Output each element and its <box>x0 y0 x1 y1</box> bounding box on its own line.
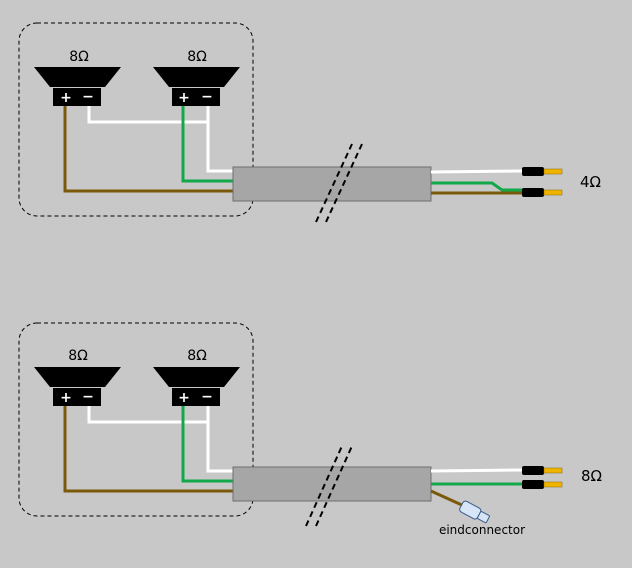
speaker-terminal-block <box>172 88 220 106</box>
cable-break-mark <box>305 445 343 527</box>
end-connector-icon <box>459 500 490 524</box>
top-brown-wire <box>63 104 233 193</box>
top-output-impedance: 4Ω <box>580 173 601 191</box>
bottom-out-brown <box>430 489 465 508</box>
speaker-plus: + <box>60 390 72 406</box>
speaker-terminal-block <box>53 388 101 406</box>
top-speaker-left: + − 8Ω <box>34 49 121 106</box>
top-white-wire <box>87 104 210 124</box>
speaker-terminal-block <box>172 388 220 406</box>
bottom-speaker-left: + − 8Ω <box>34 348 121 406</box>
bottom-green-wire <box>181 404 233 483</box>
bottom-speaker-right: + − 8Ω <box>153 348 240 406</box>
speaker-minus: − <box>82 89 94 105</box>
top-white-wire-to-cable <box>206 104 233 173</box>
speaker-impedance-label: 8Ω <box>187 348 207 364</box>
speaker-cone-icon <box>153 367 240 387</box>
banana-plug-icon <box>522 466 563 475</box>
top-diagram: + − 8Ω + − 8Ω 4Ω <box>18 22 601 223</box>
bottom-diagram: + − 8Ω + − 8Ω eindconnector <box>18 322 602 537</box>
speaker-plus: + <box>178 390 190 406</box>
top-cable <box>232 166 432 202</box>
speaker-minus: − <box>201 89 213 105</box>
speaker-impedance-label: 8Ω <box>69 49 89 65</box>
end-connector-label: eindconnector <box>439 523 525 537</box>
top-out-white <box>430 169 525 174</box>
speaker-cone-icon <box>34 367 121 387</box>
bottom-output-impedance: 8Ω <box>581 467 602 485</box>
banana-plug-icon <box>522 167 563 176</box>
speaker-impedance-label: 8Ω <box>187 49 207 65</box>
cable-break-mark <box>315 445 353 527</box>
bottom-enclosure <box>18 322 254 517</box>
top-speaker-right: + − 8Ω <box>153 49 240 106</box>
cable-break-mark <box>325 143 363 223</box>
speaker-cone-icon <box>153 67 240 87</box>
bottom-brown-wire <box>63 404 233 493</box>
bottom-white-wire <box>87 404 210 424</box>
speaker-minus: − <box>201 389 213 405</box>
bottom-out-white <box>430 468 525 473</box>
speaker-impedance-label: 8Ω <box>68 348 88 364</box>
banana-plug-icon <box>522 480 563 489</box>
speaker-cone-icon <box>34 67 121 87</box>
top-out-green <box>431 181 524 192</box>
speaker-plus: + <box>60 90 72 106</box>
speaker-terminal-block <box>53 88 101 106</box>
banana-plug-icon <box>522 188 563 197</box>
top-enclosure <box>18 22 254 217</box>
speaker-plus: + <box>178 90 190 106</box>
bottom-white-wire-to-cable <box>206 404 233 473</box>
cable-break-mark <box>315 143 353 223</box>
speaker-minus: − <box>82 389 94 405</box>
top-green-wire <box>181 104 233 183</box>
bottom-cable <box>232 466 432 502</box>
